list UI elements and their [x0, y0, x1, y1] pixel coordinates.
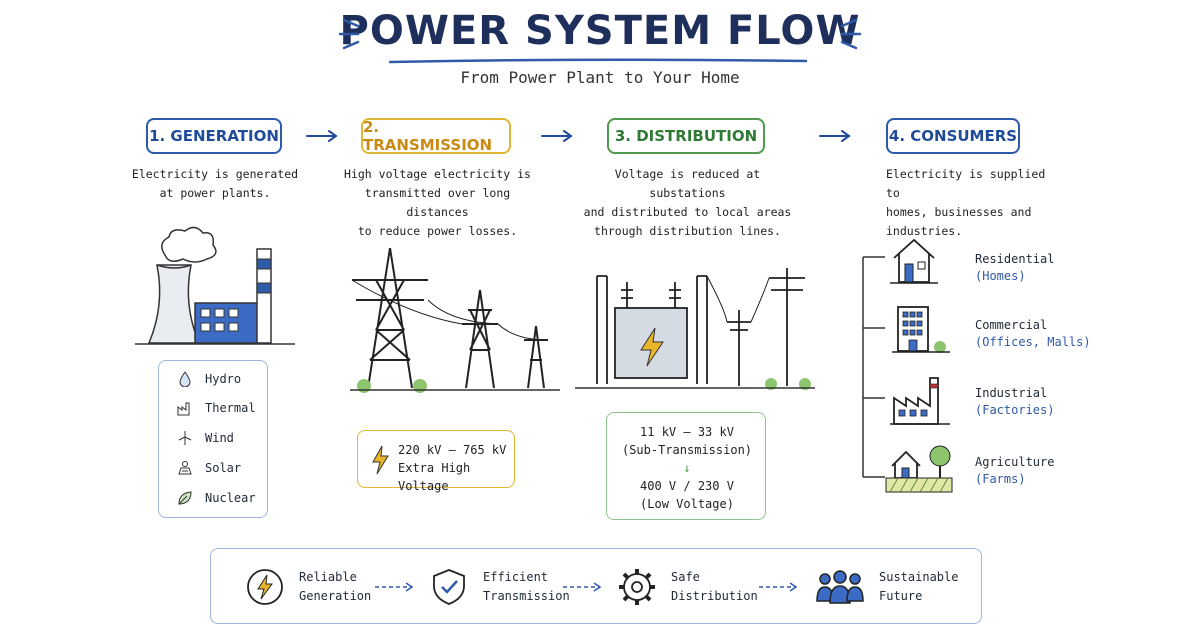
stage-consumers-button[interactable]: 4. CONSUMERS [886, 118, 1020, 154]
stage-transmission-button[interactable]: 2. TRANSMISSION [361, 118, 511, 154]
consumers-description: Electricity is supplied to homes, busine… [886, 167, 1046, 238]
transmission-description: High voltage electricity is transmitted … [344, 167, 531, 238]
source-item-thermal: Thermal [177, 400, 256, 416]
dashed-arrow-icon [375, 582, 414, 592]
low-voltage-range: 400 V / 230 V [640, 479, 734, 493]
source-label: Thermal [205, 401, 256, 415]
source-item-solar: Solar [177, 460, 241, 476]
transmission-voltage-card: 220 kV – 765 kV Extra High Voltage [357, 430, 515, 493]
dashed-arrow-icon [563, 582, 602, 592]
factory-icon [890, 377, 950, 425]
substation-illustration [575, 268, 815, 390]
water-drop-icon [179, 371, 191, 387]
people-icon [816, 570, 864, 604]
power-plant-illustration [135, 226, 295, 345]
farm-icon [885, 445, 953, 493]
consumer-name: Residential [975, 252, 1055, 266]
consumer-sub: (Offices, Malls) [975, 335, 1091, 349]
consumer-name: Industrial [975, 386, 1048, 400]
benefit-line1: Sustainable [879, 570, 959, 584]
source-label: Solar [205, 461, 242, 475]
consumer-name: Commercial [975, 318, 1048, 332]
page-subtitle: From Power Plant to Your Home [460, 68, 740, 87]
flow-arrow-icon [819, 130, 851, 142]
consumer-industrial: Industrial (Factories) [975, 385, 1054, 419]
consumer-residential: Residential (Homes) [975, 251, 1054, 285]
house-icon [890, 238, 938, 284]
factory-icon [177, 402, 190, 416]
consumer-sub: (Homes) [975, 269, 1026, 283]
source-item-nuclear: Nuclear [177, 490, 256, 506]
lightning-icon [372, 445, 389, 475]
dashed-arrow-icon [759, 582, 798, 592]
benefit-line1: Reliable [299, 570, 357, 584]
title-underline [388, 58, 808, 64]
transmission-towers-illustration [350, 247, 560, 393]
source-label: Hydro [205, 372, 242, 386]
benefit-line2: Future [879, 589, 923, 603]
source-label: Wind [205, 431, 234, 445]
benefit-line2: Generation [299, 589, 372, 603]
spark-lines-left-icon [338, 18, 360, 50]
low-voltage-label: (Low Voltage) [640, 497, 734, 511]
source-label: Nuclear [205, 491, 256, 505]
transmission-voltage-label: Extra High Voltage [398, 461, 471, 493]
source-item-hydro: Hydro [177, 371, 241, 387]
gear-icon [619, 569, 655, 605]
source-item-wind: Wind [177, 430, 234, 446]
lightning-icon [247, 569, 283, 605]
distribution-voltage-card: 11 kV – 33 kV (Sub-Transmission) ↓ 400 V… [606, 412, 766, 520]
distribution-description: Voltage is reduced at substations and di… [583, 167, 792, 238]
leaf-icon [178, 491, 192, 505]
step-down-arrow-icon: ↓ [683, 461, 691, 475]
transmission-voltage-range: 220 kV – 765 kV [398, 443, 507, 457]
sub-transmission-voltage-range: 11 kV – 33 kV [640, 425, 734, 439]
wind-turbine-icon [178, 431, 192, 445]
consumers-bracket [862, 256, 885, 478]
energy-sources-card: Hydro Thermal Wind Solar Nuclear [158, 360, 268, 518]
flow-arrow-icon [306, 130, 338, 142]
stage-generation-button[interactable]: 1. GENERATION [146, 118, 282, 154]
flow-arrow-icon [541, 130, 573, 142]
consumer-commercial: Commercial (Offices, Malls) [975, 317, 1091, 351]
office-building-icon [892, 306, 950, 353]
spark-lines-right-icon [840, 18, 862, 50]
benefit-line2: Distribution [671, 589, 758, 603]
benefit-line2: Transmission [483, 589, 570, 603]
consumer-sub: (Farms) [975, 472, 1026, 486]
shield-check-icon [433, 569, 465, 605]
page-title: POWER SYSTEM FLOW [339, 8, 861, 54]
benefit-line1: Efficient [483, 570, 549, 584]
generation-description: Electricity is generated at power plants… [131, 167, 299, 200]
sub-transmission-label: (Sub-Transmission) [621, 443, 753, 457]
consumer-sub: (Factories) [975, 403, 1055, 417]
benefit-line1: Safe [671, 570, 700, 584]
consumer-name: Agriculture [975, 455, 1055, 469]
solar-panel-icon [178, 461, 192, 475]
title-block: POWER SYSTEM FLOW [0, 8, 1200, 54]
stage-distribution-button[interactable]: 3. DISTRIBUTION [607, 118, 765, 154]
consumer-agriculture: Agriculture (Farms) [975, 454, 1054, 488]
